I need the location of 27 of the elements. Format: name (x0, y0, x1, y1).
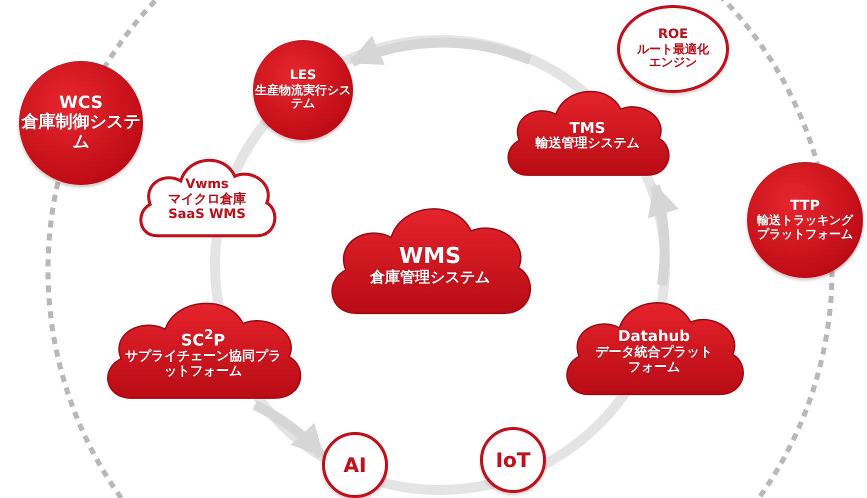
system-acronym: ROE (658, 28, 688, 42)
system-description: サプライチェーン協同プラットフォーム (124, 350, 282, 380)
technology-circle (322, 432, 388, 498)
system-acronym: Datahub (618, 328, 690, 346)
system-description: ルート最適化エンジン (636, 42, 710, 70)
system-description: 生産物流実行システム (254, 84, 352, 112)
system-description: 倉庫制御システム (20, 113, 142, 152)
cycle-arrow (646, 182, 678, 286)
system-acronym: WMS (398, 244, 461, 269)
system-circle (253, 40, 353, 140)
system-description: AI (344, 454, 366, 476)
system-description: IoT (496, 448, 530, 472)
system-description: 輸送トラッキングプラットフォーム (756, 214, 854, 242)
system-acronym: WCS (59, 94, 103, 113)
system-description: マイクロ倉庫 (168, 193, 246, 208)
cycle-arrow (349, 36, 532, 67)
system-description: データ統合プラットフォーム (594, 346, 714, 376)
system-acronym: Vwms (185, 178, 229, 192)
system-description: SaaS WMS (168, 208, 246, 223)
system-acronym: LES (290, 68, 316, 84)
system-description: 輸送管理システム (536, 137, 640, 152)
system-acronym: TMS (570, 120, 606, 137)
system-acronym: TTP (790, 198, 820, 214)
system-description: 倉庫管理システム (370, 269, 490, 286)
system-acronym: SC$^{2}$P (180, 328, 226, 350)
cycle-arrow (252, 400, 326, 459)
technology-circle (480, 427, 546, 493)
